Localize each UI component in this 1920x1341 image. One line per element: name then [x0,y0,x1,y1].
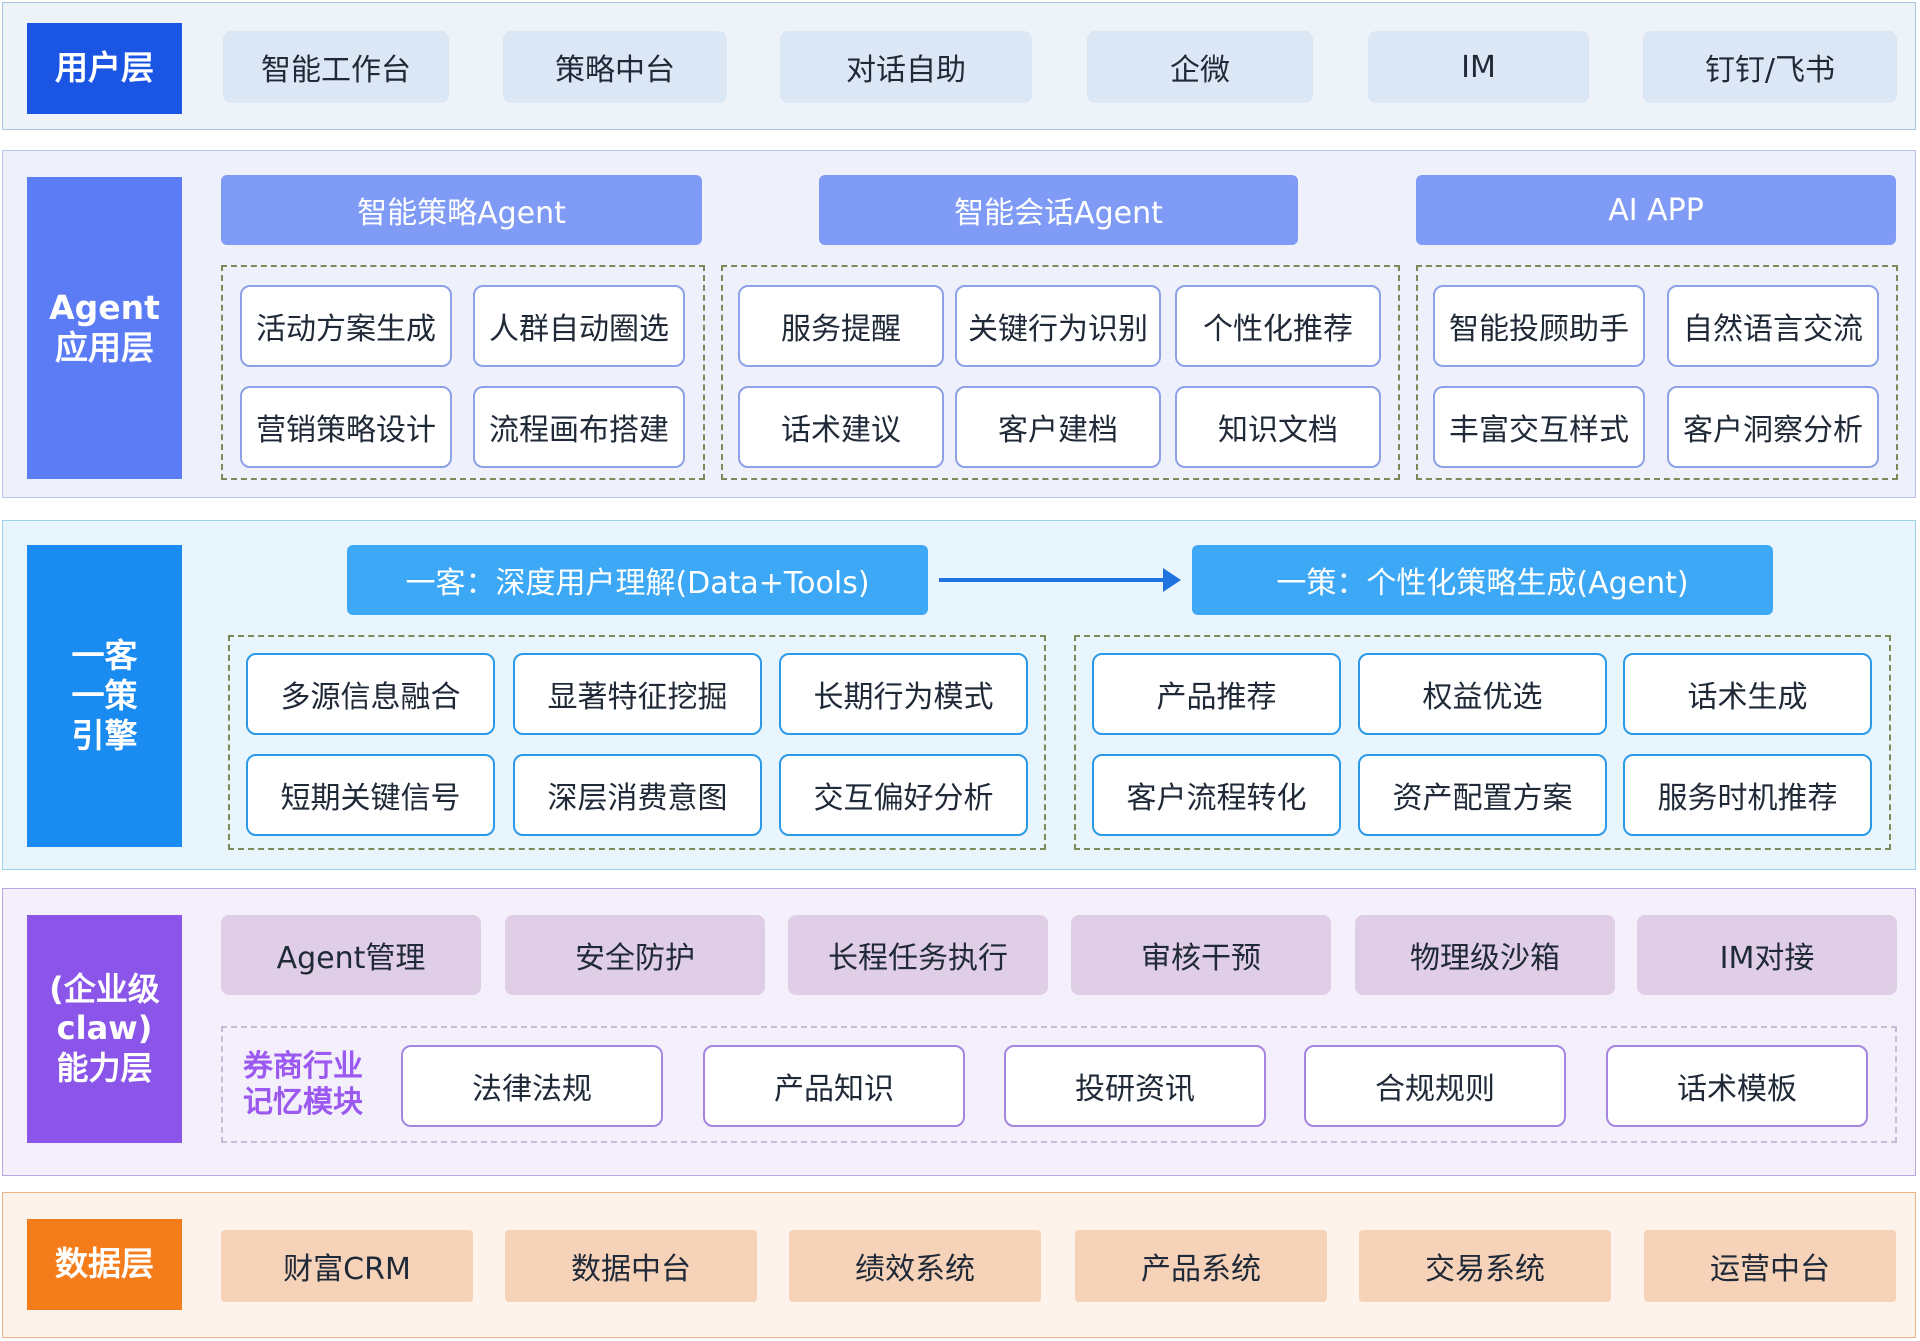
agent-box-advisor-assistant: 智能投顾助手 [1433,285,1645,367]
claw-layer-label: (企业级 claw) 能力层 [27,915,182,1143]
agent-box-canvas-build: 流程画布搭建 [473,386,685,468]
memory-box-research: 投研资讯 [1004,1045,1266,1127]
agent-group-conversation-frame [721,265,1400,480]
user-item-im: IM [1368,31,1589,103]
engine-box-flow-conversion: 客户流程转化 [1092,754,1341,836]
engine-box-feature-mining: 显著特征挖掘 [513,653,762,735]
memory-box-laws: 法律法规 [401,1045,663,1127]
memory-box-script-template: 话术模板 [1606,1045,1868,1127]
agent-box-key-behavior: 关键行为识别 [955,285,1161,367]
agent-box-rich-interaction: 丰富交互样式 [1433,386,1645,468]
data-item-wealth-crm: 财富CRM [221,1230,473,1302]
data-layer-band: 数据层 财富CRM 数据中台 绩效系统 产品系统 交易系统 运营中台 [2,1192,1916,1338]
engine-box-consumption-intent: 深层消费意图 [513,754,762,836]
engine-right-header: 一策：个性化策略生成(Agent) [1192,545,1773,615]
claw-item-security: 安全防护 [505,915,765,995]
agent-layer-label: Agent 应用层 [27,177,182,479]
user-item-workbench: 智能工作台 [223,31,449,103]
claw-layer-band: (企业级 claw) 能力层 Agent管理 安全防护 长程任务执行 审核干预 … [2,888,1916,1176]
agent-box-knowledge-doc: 知识文档 [1175,386,1381,468]
flow-arrow-icon [939,568,1181,592]
claw-item-review: 审核干预 [1071,915,1331,995]
agent-group-aiapp-header: AI APP [1416,175,1896,245]
claw-item-im-integration: IM对接 [1637,915,1897,995]
data-item-product-system: 产品系统 [1075,1230,1327,1302]
memory-box-compliance: 合规规则 [1304,1045,1566,1127]
engine-left-header: 一客：深度用户理解(Data+Tools) [347,545,928,615]
agent-box-customer-insight: 客户洞察分析 [1667,386,1879,468]
engine-layer-band: 一客 一策 引擎 一客：深度用户理解(Data+Tools) 一策：个性化策略生… [2,520,1916,870]
data-item-trading-system: 交易系统 [1359,1230,1611,1302]
agent-group-strategy-frame [221,265,705,480]
engine-box-script-generation: 话术生成 [1623,653,1872,735]
agent-group-aiapp-frame [1416,265,1898,480]
engine-box-benefit-selection: 权益优选 [1358,653,1607,735]
engine-right-frame [1074,635,1891,850]
engine-box-interaction-preference: 交互偏好分析 [779,754,1028,836]
agent-box-personal-recommend: 个性化推荐 [1175,285,1381,367]
data-item-performance: 绩效系统 [789,1230,1041,1302]
agent-box-activity-plan: 活动方案生成 [240,285,452,367]
claw-item-long-task: 长程任务执行 [788,915,1048,995]
data-item-operation-center: 运营中台 [1644,1230,1896,1302]
user-layer-band: 用户层 智能工作台 策略中台 对话自助 企微 IM 钉钉/飞书 [2,2,1916,130]
agent-box-marketing-design: 营销策略设计 [240,386,452,468]
memory-module-frame [221,1026,1897,1143]
engine-box-service-timing: 服务时机推荐 [1623,754,1872,836]
agent-group-strategy-header: 智能策略Agent [221,175,702,245]
agent-box-crowd-selection: 人群自动圈选 [473,285,685,367]
claw-item-sandbox: 物理级沙箱 [1355,915,1615,995]
engine-box-asset-allocation: 资产配置方案 [1358,754,1607,836]
engine-box-multi-source: 多源信息融合 [246,653,495,735]
user-item-self-service: 对话自助 [780,31,1032,103]
agent-box-script-advice: 话术建议 [738,386,944,468]
agent-box-customer-profile: 客户建档 [955,386,1161,468]
user-item-strategy-center: 策略中台 [503,31,727,103]
agent-box-natural-language: 自然语言交流 [1667,285,1879,367]
engine-layer-label: 一客 一策 引擎 [27,545,182,847]
engine-left-frame [228,635,1046,850]
agent-layer-band: Agent 应用层 智能策略Agent 活动方案生成 人群自动圈选 营销策略设计… [2,150,1916,498]
memory-box-product-knowledge: 产品知识 [703,1045,965,1127]
data-layer-label: 数据层 [27,1219,182,1310]
engine-box-long-term-pattern: 长期行为模式 [779,653,1028,735]
agent-box-service-reminder: 服务提醒 [738,285,944,367]
memory-module-label: 券商行业 记忆模块 [243,1049,363,1120]
claw-item-agent-management: Agent管理 [221,915,481,995]
engine-box-product-recommend: 产品推荐 [1092,653,1341,735]
user-item-wecom: 企微 [1087,31,1313,103]
engine-box-short-term-signal: 短期关键信号 [246,754,495,836]
agent-group-conversation-header: 智能会话Agent [819,175,1298,245]
user-item-dingtalk-feishu: 钉钉/飞书 [1643,31,1897,103]
data-item-data-center: 数据中台 [505,1230,757,1302]
user-layer-label: 用户层 [27,23,182,114]
